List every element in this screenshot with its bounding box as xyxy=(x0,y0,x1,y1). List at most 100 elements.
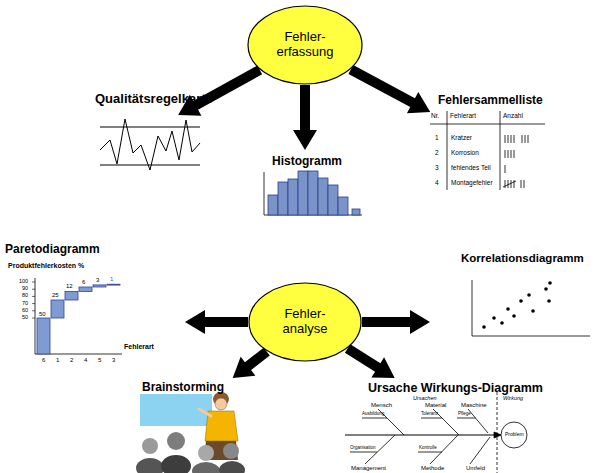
fishbone-bone xyxy=(470,437,490,464)
divider-line xyxy=(497,392,498,473)
fishbone-branch xyxy=(350,418,476,452)
audience-body xyxy=(219,461,245,473)
fishbone-label: Ursachen xyxy=(413,396,437,402)
presentation-board xyxy=(140,394,212,426)
block-arrow xyxy=(233,348,270,378)
histogram-bar xyxy=(298,171,308,215)
block-arrow xyxy=(293,85,317,150)
chart-label: 6 xyxy=(42,357,45,363)
tally-marks xyxy=(505,165,506,173)
tally-table xyxy=(430,111,545,190)
audience-body xyxy=(161,455,191,473)
table-cell: Anzahl xyxy=(503,113,523,120)
chart-label: 5 xyxy=(98,357,101,363)
scatter-dot xyxy=(482,325,486,329)
ellipse-label: Fehler- analyse xyxy=(263,307,347,337)
ellipse-label: Fehler- erfassung xyxy=(263,30,347,60)
table-cell: fehlendes Teil xyxy=(451,165,491,172)
pareto-chart xyxy=(32,278,122,354)
table-rule xyxy=(500,111,501,190)
tool-panel: Brainstorming xyxy=(107,378,237,472)
table-rule xyxy=(447,111,448,190)
pareto-bar xyxy=(79,287,92,291)
chart-label: 25 xyxy=(52,292,59,298)
fishbone-label: Ausbildung xyxy=(362,412,384,417)
table-cell: 4 xyxy=(435,180,439,187)
fishbone-label: Toleranz xyxy=(421,412,438,417)
tool-panel: Histogramm xyxy=(250,150,360,220)
scatter-dot xyxy=(506,307,510,311)
chart-label: 12 xyxy=(66,283,73,289)
table-cell: Nr. xyxy=(431,113,439,120)
chart-label: 70 xyxy=(22,301,28,307)
table-cell: Fehlerart xyxy=(450,113,476,120)
chart-label: 2 xyxy=(70,357,73,363)
block-arrow xyxy=(345,344,395,378)
ellipse-shape xyxy=(248,6,362,84)
chart-label: 3 xyxy=(112,357,115,363)
table-cell: 2 xyxy=(435,150,439,157)
chart-label: 4 xyxy=(84,357,87,363)
pareto-bar xyxy=(93,285,106,287)
chart-label: 50 xyxy=(39,311,46,317)
block-arrow xyxy=(362,310,430,334)
histogram-bar xyxy=(268,195,278,215)
fishbone-label: Wirkung xyxy=(503,396,523,402)
problem-circle xyxy=(501,422,527,448)
scatter-dot xyxy=(512,314,516,318)
fishbone-label: Organisation xyxy=(350,446,376,451)
fishbone-label: Problem xyxy=(505,432,524,437)
tally-marks xyxy=(505,150,514,158)
chart-label: 6 xyxy=(82,279,85,285)
chart-label: 50 xyxy=(22,315,28,321)
measurement-line xyxy=(100,119,200,170)
presenter-head xyxy=(215,398,227,410)
scatter-dot xyxy=(527,293,531,297)
tool-heading: Qualitätsregelkarte xyxy=(95,92,325,107)
table-cell: 1 xyxy=(435,135,439,142)
control-chart xyxy=(100,119,200,170)
histogram-bar xyxy=(338,197,348,215)
scatter-plot xyxy=(472,280,590,336)
histogram xyxy=(264,171,362,215)
presenter-arm xyxy=(199,409,211,416)
axis-ticks xyxy=(32,282,35,318)
scatter-dot xyxy=(519,299,523,303)
scatter-dot xyxy=(492,316,496,320)
histogram-bar xyxy=(288,179,298,215)
histogram-bar xyxy=(318,178,328,215)
pareto-bar xyxy=(65,291,78,300)
chart-label: 1 xyxy=(56,357,59,363)
chart-label: 3 xyxy=(96,277,99,283)
control-limit xyxy=(100,165,200,166)
chart-label: 60 xyxy=(22,308,28,314)
chart-label: 90 xyxy=(22,286,28,292)
pareto-bar xyxy=(37,318,50,354)
fishbone-label: Pflege xyxy=(458,412,471,417)
table-cell: 3 xyxy=(435,165,439,172)
fishbone-label: Umfeld xyxy=(466,465,485,471)
axis-line xyxy=(472,280,473,336)
fishbone-label: Kontrolle xyxy=(419,446,437,451)
histogram-bar xyxy=(278,182,288,215)
tool-heading: Paretodiagramm xyxy=(5,243,235,257)
chart-label: 80 xyxy=(22,293,28,299)
audience-head xyxy=(198,445,214,461)
ellipse-shape xyxy=(249,283,361,361)
tool-heading: Fehlersammelliste xyxy=(438,94,595,108)
audience-head xyxy=(142,438,158,454)
axis-line xyxy=(264,172,265,215)
table-cell: Montagefehler xyxy=(451,180,493,187)
chart-label: 1 xyxy=(110,276,113,282)
chart-label: Produktfehlerkosten % xyxy=(8,262,84,269)
fishbone-label: Management xyxy=(351,465,386,471)
block-arrow xyxy=(348,65,430,113)
block-arrow xyxy=(178,66,262,116)
audience-body xyxy=(192,462,220,473)
spine-arrowhead xyxy=(494,432,501,438)
tool-panel: Korrelationsdiagramm xyxy=(430,245,592,399)
pareto-bar xyxy=(51,300,64,318)
scatter-dot xyxy=(500,321,504,325)
fishbone-label: Material xyxy=(425,402,446,408)
tool-heading: Brainstorming xyxy=(142,381,372,395)
